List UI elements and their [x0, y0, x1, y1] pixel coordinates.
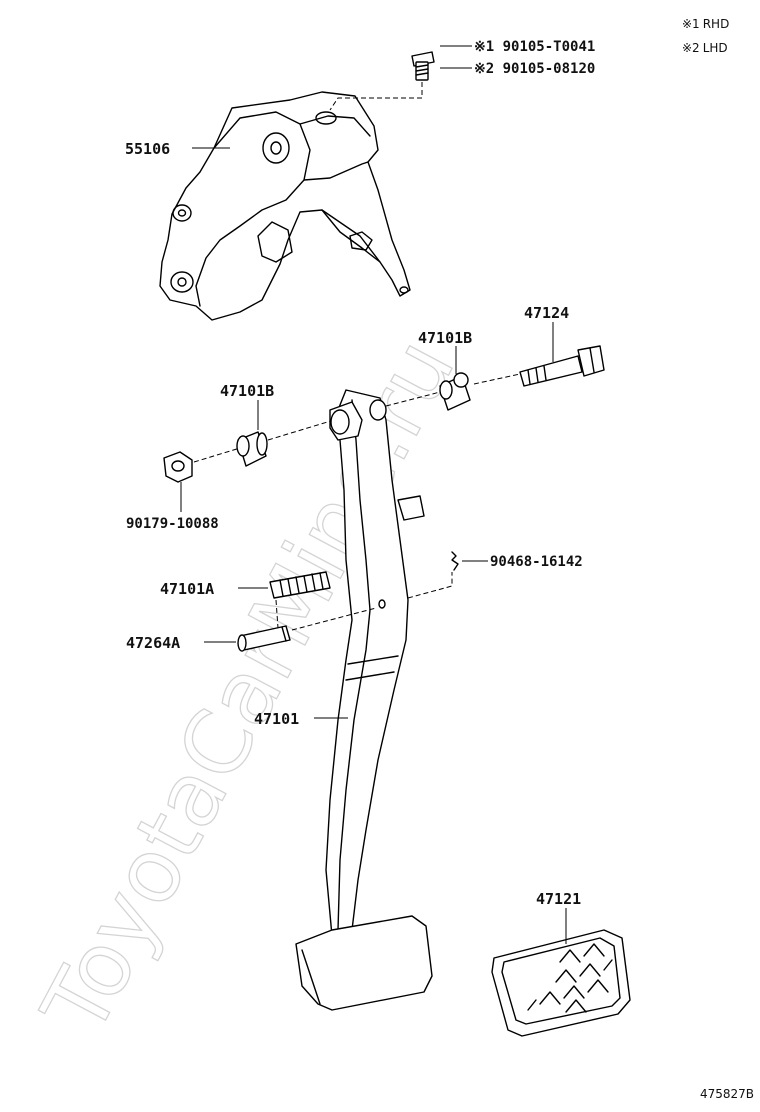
pivot-bolt-47124	[519, 345, 605, 387]
clip-dash	[407, 572, 453, 599]
label-47264A: 47264A	[126, 634, 180, 652]
label-47101A: 47101A	[160, 580, 214, 598]
nut-90179-10088	[163, 451, 193, 483]
label-47121: 47121	[536, 890, 581, 908]
label-55106: 55106	[125, 140, 170, 158]
pedal-arm-47101	[295, 389, 433, 1011]
figure-id: 475827B	[700, 1087, 754, 1101]
bolt-dash-path	[329, 82, 423, 111]
clip-90468-16142	[451, 551, 459, 571]
spring-dash	[275, 599, 279, 629]
pivot-axis-dash	[193, 373, 521, 463]
label-47101: 47101	[254, 710, 299, 728]
label-47101B-left: 47101B	[220, 382, 274, 400]
bushing-47101B-upper	[439, 372, 471, 411]
pin-dash	[291, 607, 377, 631]
pin-47264A	[237, 625, 291, 652]
bushing-47101B-left	[236, 431, 268, 467]
spring-47101A	[269, 571, 331, 599]
label-47101B-upper: 47101B	[418, 329, 472, 347]
pedal-pad-47121	[491, 929, 631, 1037]
bracket-55106	[159, 91, 411, 321]
label-90105-08120: ※2 90105-08120	[474, 61, 595, 77]
label-90105-T0041: ※1 90105-T0041	[474, 39, 595, 55]
label-47124: 47124	[524, 304, 569, 322]
bolt-90105	[411, 51, 435, 81]
label-90179-10088: 90179-10088	[126, 516, 219, 532]
label-90468-16142: 90468-16142	[490, 554, 583, 570]
